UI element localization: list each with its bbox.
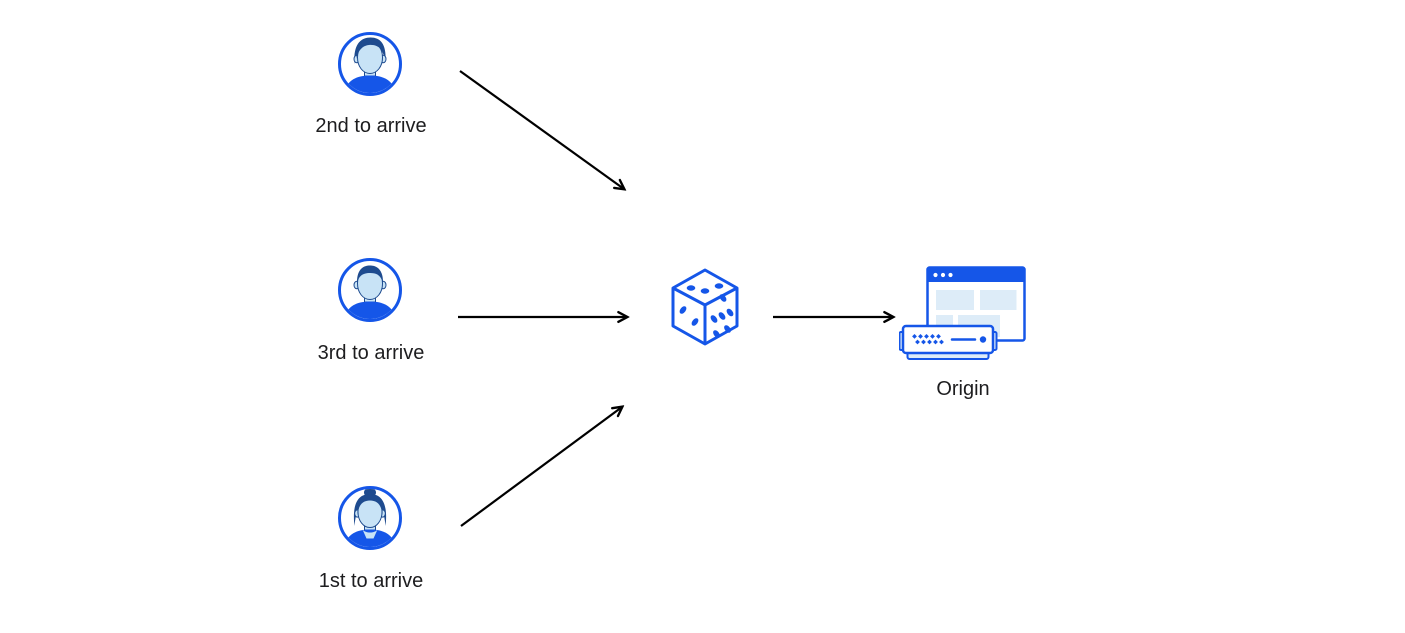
browser-window-icon [926,266,1026,342]
client-node-third [337,257,403,323]
client-node-second [337,31,403,97]
client-label-second: 2nd to arrive [315,115,427,137]
user-avatar-male-swept-hair-icon [338,32,402,96]
origin-icon [899,266,1026,360]
client-label-third: 3rd to arrive [317,342,425,364]
server-icon [899,324,998,360]
arrow-client1-to-dice [460,407,622,527]
selector-node [670,268,740,346]
user-avatar-female-bun-icon [338,486,402,550]
origin-label: Origin [936,378,990,400]
origin-node [899,266,1027,364]
client-label-first: 1st to arrive [318,570,424,592]
user-avatar-male-crop-hair-icon [338,258,402,322]
client-node-first [337,485,403,551]
dice-icon [671,268,739,346]
arrow-client2-to-dice [459,70,624,189]
